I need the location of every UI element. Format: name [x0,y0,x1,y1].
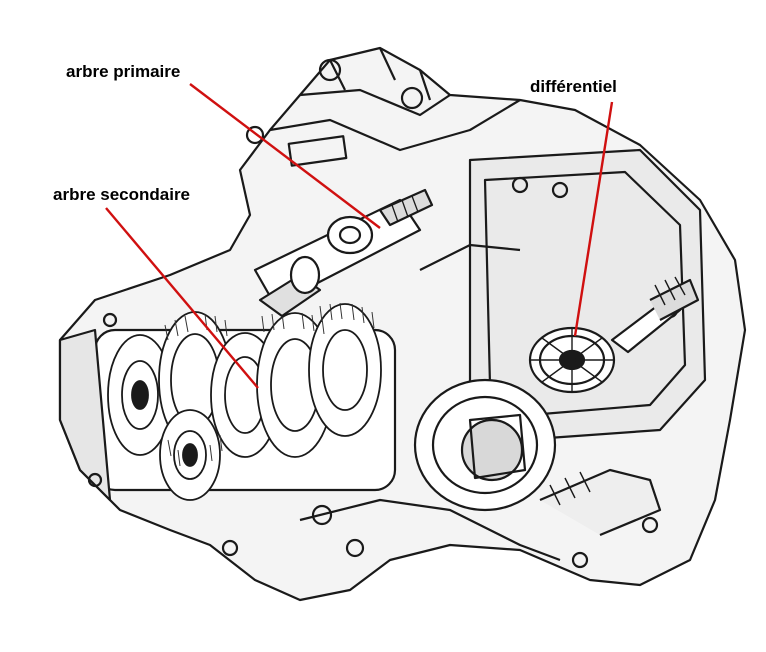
label-differential: différentiel [524,75,623,99]
differential-gear [528,276,700,394]
leader-primary-shaft [189,83,381,229]
gear-cluster [93,255,397,501]
gearbox-illustration [58,46,747,602]
label-secondary-shaft: arbre secondaire [47,183,197,207]
leader-lines [105,83,614,389]
leader-differential [573,101,614,337]
leader-secondary-shaft [105,207,259,389]
label-primary-shaft: arbre primaire [60,60,187,84]
